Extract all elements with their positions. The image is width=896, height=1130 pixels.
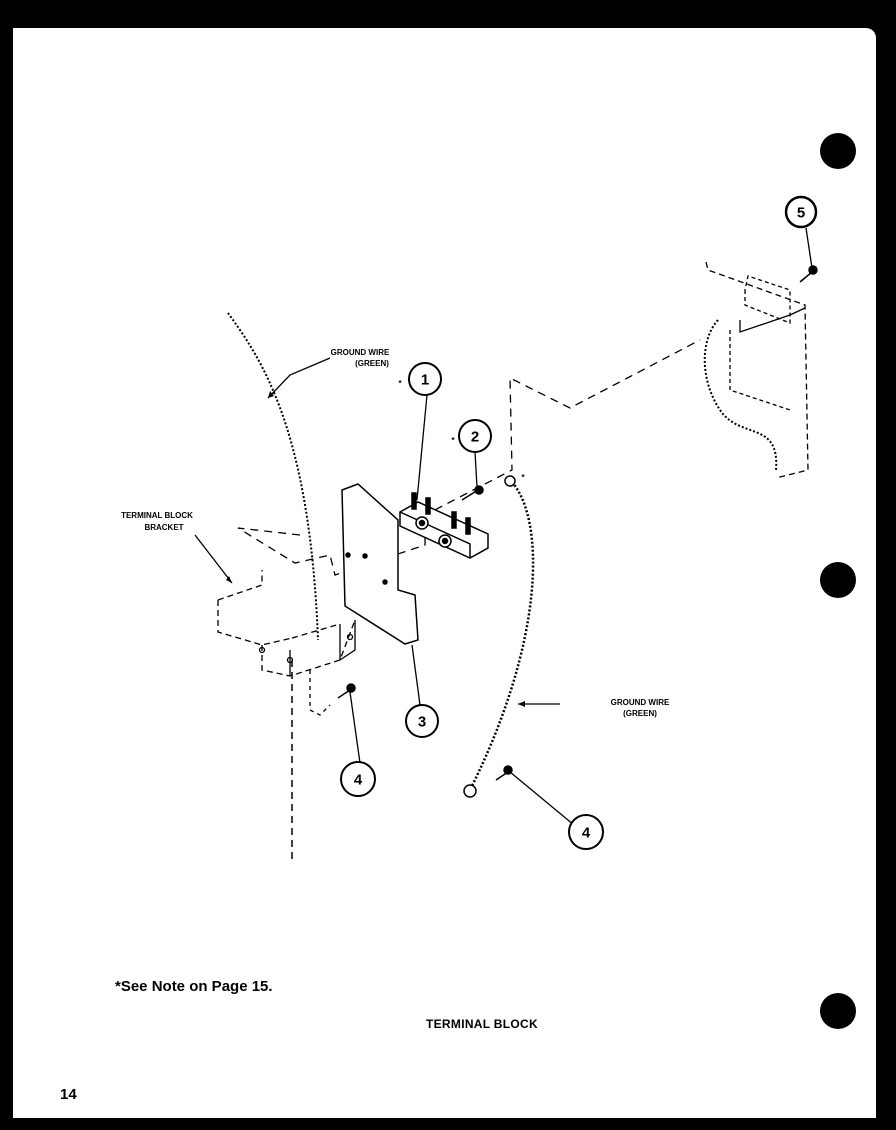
callout-4-left-number: 4 [354, 772, 363, 789]
assembly-dashed-line [237, 339, 701, 576]
asterisk-1: * [398, 379, 402, 388]
callout-1: 1 [408, 362, 442, 396]
binder-hole-top [820, 133, 856, 169]
upper-right-bracket [703, 261, 809, 479]
callout-5: 5 [784, 195, 818, 229]
diagram-page [13, 28, 876, 1118]
ground-wire-upper-arrow [268, 391, 274, 398]
ground-wire-upper-label-1: GROUND WIRE [331, 348, 390, 357]
terminal-block-bracket-label-1: TERMINAL BLOCK [121, 511, 193, 520]
terminal-block-bracket-label-2: BRACKET [144, 523, 183, 532]
binder-hole-middle [820, 562, 856, 598]
callout-4-left: 4 [340, 761, 376, 797]
screw-2 [461, 485, 484, 501]
bracket-arrow [226, 576, 232, 583]
screw-4-left [337, 683, 356, 699]
callout-2-number: 2 [471, 429, 479, 446]
ground-wire-upper-label-2: (GREEN) [355, 359, 389, 368]
asterisk-3: * [521, 473, 525, 482]
screw-5 [799, 265, 818, 283]
ground-wire-lower [463, 475, 535, 798]
ground-wire-lower-label-2: (GREEN) [623, 709, 657, 718]
asterisk-2: * [451, 436, 455, 445]
callout-4-right: 4 [568, 814, 604, 850]
callout-2: 2 [458, 419, 492, 453]
callout-4-right-number: 4 [582, 825, 591, 842]
callout-3-number: 3 [418, 714, 426, 731]
leader-lines [194, 227, 813, 826]
callout-3: 3 [405, 704, 439, 738]
binder-hole-bottom [820, 993, 856, 1029]
mounting-plate [341, 483, 419, 645]
diagram-title: TERMINAL BLOCK [426, 1017, 538, 1031]
callout-1-number: 1 [421, 372, 429, 389]
terminal-block [399, 492, 489, 559]
callout-5-number: 5 [797, 205, 805, 222]
footnote: *See Note on Page 15. [115, 978, 273, 995]
cabinet-edge-curve [227, 312, 319, 641]
ground-wire-lower-arrow [518, 701, 525, 707]
terminal-block-bracket [217, 570, 356, 716]
page-number: 14 [60, 1086, 77, 1103]
screw-4-right [495, 765, 513, 781]
ground-wire-lower-label-1: GROUND WIRE [611, 698, 670, 707]
